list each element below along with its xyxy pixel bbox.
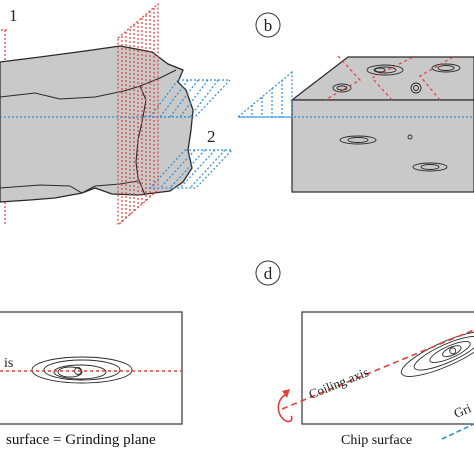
rotation-arrow-icon <box>277 394 293 423</box>
ellipse-grain-c <box>31 356 133 384</box>
panel-d-letter-circle <box>255 260 281 286</box>
panel-d-frame <box>301 311 474 425</box>
rock-bottom-notch <box>0 180 139 194</box>
rock-contour <box>0 69 177 100</box>
panel-c-frame <box>0 311 183 425</box>
axis-label-fragment: is <box>4 356 13 371</box>
label-plane-2: 2 <box>207 127 216 146</box>
rotation-arrowhead <box>282 389 290 398</box>
red-lines-top <box>324 55 456 101</box>
panel-d: d Coiling axis Gri Chip surface <box>255 260 474 448</box>
block-top-face <box>290 56 474 101</box>
coiling-axis-d <box>281 329 474 410</box>
label-plane-1: 1 <box>9 6 18 25</box>
panel-b-letter-circle <box>255 12 281 38</box>
panel-b-letter: b <box>264 16 273 35</box>
block-front-face <box>291 99 474 193</box>
panel-c-caption: surface = Grinding plane <box>6 432 156 448</box>
red-plane-vertical <box>117 2 159 227</box>
grinding-line-d <box>441 423 474 440</box>
panel-b: b <box>236 12 474 193</box>
rock-specimen <box>0 45 194 203</box>
grain-cluster-top <box>332 63 461 94</box>
panel-d-letter: d <box>264 264 273 283</box>
panel-a: 1 2 <box>0 2 234 227</box>
panel-d-caption: Chip surface <box>341 433 412 448</box>
blue-plane-b <box>236 70 474 118</box>
grinding-label-fragment: Gri <box>452 400 474 421</box>
blue-plane-lower <box>148 149 234 189</box>
grain-cluster-front <box>339 134 448 172</box>
panel-c: is surface = Grinding plane <box>0 311 183 448</box>
